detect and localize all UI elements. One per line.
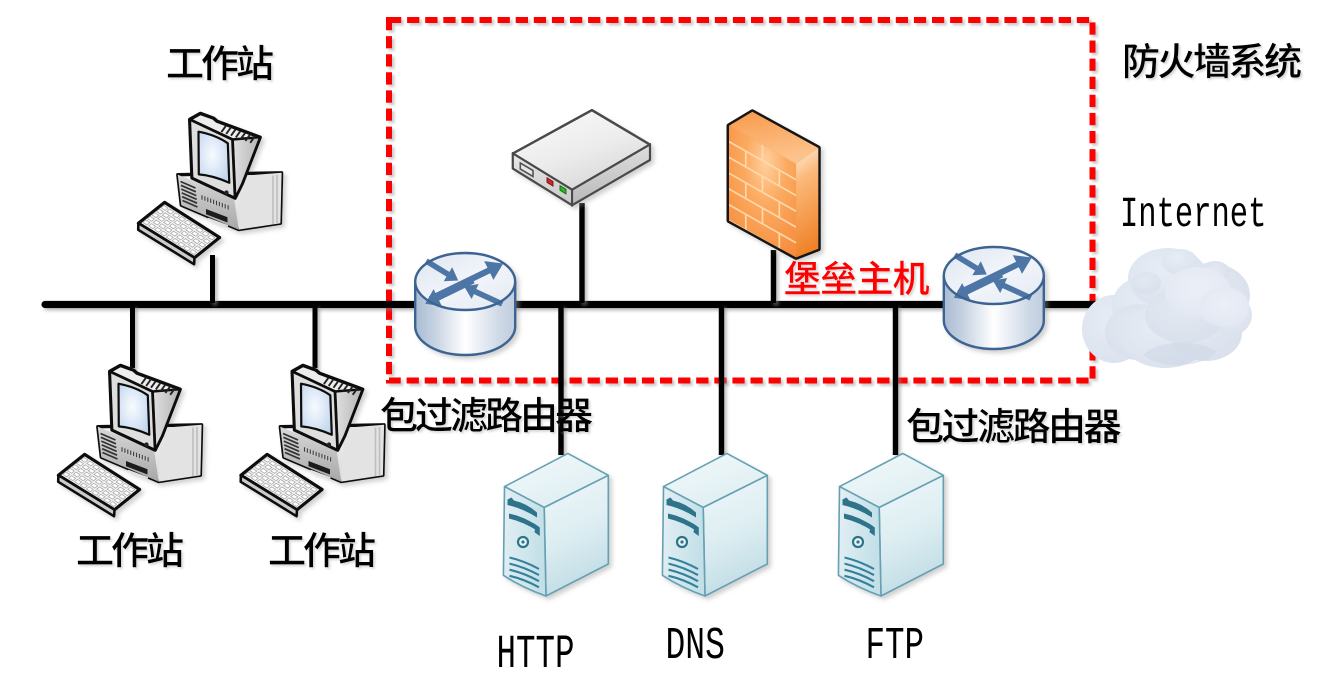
- svg-text:HTTP: HTTP: [497, 628, 575, 682]
- svg-text:DNS: DNS: [666, 620, 725, 672]
- svg-text:Internet: Internet: [1120, 191, 1266, 239]
- svg-text:FTP: FTP: [866, 620, 925, 672]
